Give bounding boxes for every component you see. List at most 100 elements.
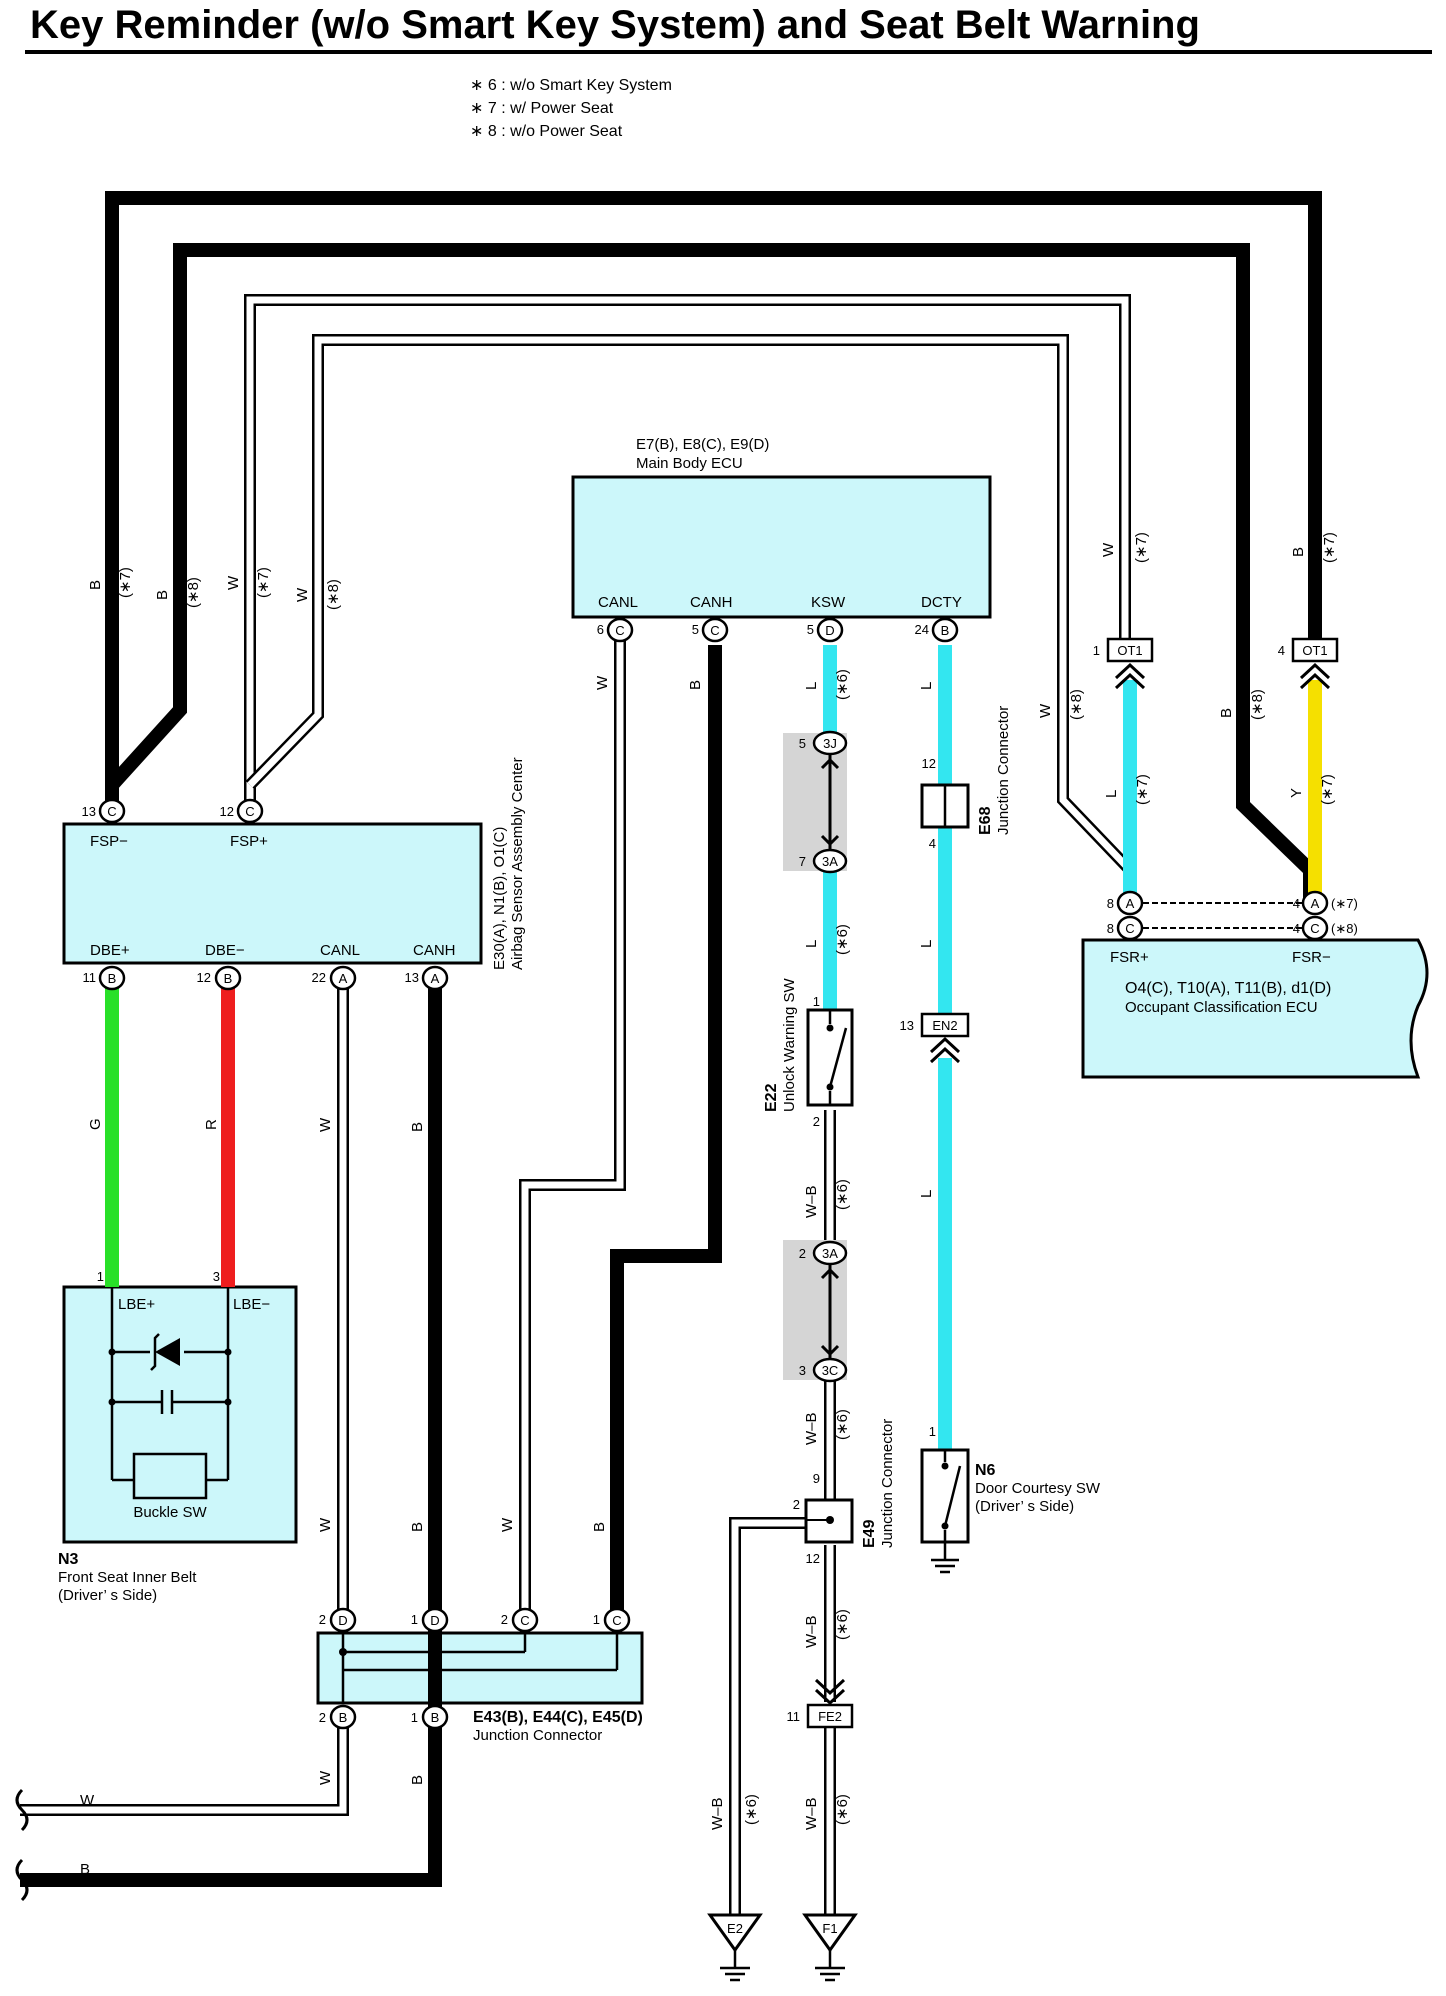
airbag-conn-fsp-minus: C bbox=[98, 798, 126, 824]
svg-text:OT1: OT1 bbox=[1117, 643, 1142, 658]
wl-n6-wb1: (∗6) bbox=[834, 1179, 851, 1210]
wl-n7-fsr: (∗7) bbox=[1134, 774, 1151, 805]
wl-n8-1: (∗8) bbox=[185, 577, 202, 608]
airbag-pin-12c: 12 bbox=[220, 804, 234, 819]
wl-w-3: W bbox=[317, 1517, 334, 1532]
wl-b-3: B bbox=[409, 1522, 426, 1532]
svg-text:D: D bbox=[430, 1613, 439, 1628]
jc-e43-conn-2c: C bbox=[511, 1607, 539, 1633]
svg-text:C: C bbox=[245, 804, 254, 819]
buckle-term-lbe-minus: LBE− bbox=[233, 1296, 270, 1313]
connector-3c-pin: 3 bbox=[799, 1363, 806, 1378]
svg-text:C: C bbox=[107, 804, 116, 819]
jc-e43-conn-1b: B bbox=[421, 1704, 449, 1730]
wire-w-out bbox=[20, 1718, 349, 1816]
wl-w-8: W bbox=[1037, 703, 1054, 718]
airbag-terminal-fsp-plus: FSP+ bbox=[230, 833, 268, 850]
buckle-pin-1: 1 bbox=[97, 1269, 104, 1284]
connector-3j: 3J bbox=[823, 736, 837, 751]
occupant-conn-a-right: A bbox=[1301, 890, 1329, 916]
occupant-note-7: (∗7) bbox=[1331, 896, 1358, 911]
wl-b-4: B bbox=[591, 1522, 608, 1532]
unlock-sw-name: Unlock Warning SW bbox=[781, 978, 798, 1112]
connector-3j-pin: 5 bbox=[799, 736, 806, 751]
door-sw-name2: (Driver’ s Side) bbox=[975, 1498, 1074, 1515]
airbag-terminal-fsp-minus: FSP− bbox=[90, 833, 128, 850]
buckle-name2: (Driver’ s Side) bbox=[58, 1587, 157, 1604]
wl-w-ot1: W bbox=[1100, 542, 1117, 557]
svg-text:B: B bbox=[224, 971, 233, 986]
wl-w-4: W bbox=[499, 1517, 516, 1532]
airbag-pin-12b: 12 bbox=[197, 970, 211, 985]
wl-w-canl: W bbox=[594, 675, 611, 690]
jc-e43: 2 1 2 1 D D C C 2 1 B B E43(B), E44(C), … bbox=[319, 1607, 643, 1744]
jc-e43-pin-1b: 1 bbox=[411, 1710, 418, 1725]
jc-e43-box bbox=[316, 1631, 644, 1705]
note-7: ∗ 7 : w/ Power Seat bbox=[470, 100, 614, 117]
wl-b-8: B bbox=[1218, 708, 1235, 718]
jc-e43-conn-2b: B bbox=[329, 1704, 357, 1730]
jc-e49: 9 2 12 E49 Junction Connector bbox=[793, 1419, 896, 1566]
wl-wb-2: W–B bbox=[803, 1412, 820, 1445]
connector-ot1-1: OT1 1 bbox=[1093, 637, 1154, 690]
buckle-term-lbe-plus: LBE+ bbox=[118, 1296, 155, 1313]
splice-shade-upper bbox=[783, 733, 847, 871]
svg-text:4: 4 bbox=[1278, 643, 1285, 658]
wl-b-ot1: B bbox=[1290, 547, 1307, 557]
airbag-pin-22a: 22 bbox=[312, 970, 326, 985]
wire-fsp-plus-a bbox=[244, 294, 1131, 800]
ecu-pin-canl: 6 bbox=[597, 622, 604, 637]
airbag-terminal-dbe-plus: DBE+ bbox=[90, 942, 130, 959]
ecu-pin-canh: 5 bbox=[692, 622, 699, 637]
jc-e43-conn-1d: D bbox=[421, 1607, 449, 1633]
jc-e49-name: Junction Connector bbox=[879, 1419, 896, 1548]
wl-n6-wb3: (∗6) bbox=[834, 1609, 851, 1640]
svg-text:F1: F1 bbox=[822, 1921, 837, 1936]
wl-wb-f1: W–B bbox=[803, 1797, 820, 1830]
buckle-sw-label: Buckle SW bbox=[133, 1504, 207, 1521]
wire-wb-ground-e2 bbox=[729, 1517, 815, 1915]
door-sw-pin: 1 bbox=[929, 1424, 936, 1439]
ecu-pin-dcty: 24 bbox=[915, 622, 929, 637]
connector-fe2: FE2 11 bbox=[787, 1678, 854, 1729]
wl-wb-3: W–B bbox=[803, 1615, 820, 1648]
airbag-name: Airbag Sensor Assembly Center bbox=[509, 757, 526, 970]
jc-e43-name: Junction Connector bbox=[473, 1727, 602, 1744]
svg-text:B: B bbox=[431, 1710, 440, 1725]
wl-g: G bbox=[87, 1118, 104, 1130]
svg-text:D: D bbox=[338, 1613, 347, 1628]
airbag-pin-13a: 13 bbox=[405, 970, 419, 985]
ground-e2: E2 bbox=[707, 1913, 763, 1982]
unlock-sw-pin-bottom: 2 bbox=[813, 1114, 820, 1129]
wl-n8-3: (∗8) bbox=[1068, 689, 1085, 720]
wl-b-1: B bbox=[87, 580, 104, 590]
wire-labels: B (∗7) B (∗8) W (∗7) W (∗8) W B L (∗6) L… bbox=[87, 532, 1338, 1830]
svg-text:A: A bbox=[1311, 896, 1320, 911]
wire-ecu-canh bbox=[610, 645, 722, 1618]
wl-n7-1: (∗7) bbox=[117, 567, 134, 598]
occupant-pin-4c: 4 bbox=[1293, 921, 1300, 936]
jc-e43-pin-1d: 1 bbox=[411, 1612, 418, 1627]
airbag-conn-dbe-minus: B bbox=[214, 965, 242, 991]
wl-b-5: B bbox=[409, 1775, 426, 1785]
page-title: Key Reminder (w/o Smart Key System) and … bbox=[30, 3, 1200, 47]
ecu-conn-canh: C bbox=[701, 617, 729, 643]
jc-e68-pin-bottom: 4 bbox=[929, 836, 936, 851]
wl-l-dcty: L bbox=[918, 682, 935, 690]
note-8: ∗ 8 : w/o Power Seat bbox=[470, 123, 623, 140]
door-sw-name: Door Courtesy SW bbox=[975, 1480, 1101, 1497]
jc-e43-pin-2d: 2 bbox=[319, 1612, 326, 1627]
occupant-conn-a-left: A bbox=[1116, 890, 1144, 916]
footnotes: ∗ 6 : w/o Smart Key System ∗ 7 : w/ Powe… bbox=[470, 77, 672, 140]
wl-n7-fsr2: (∗7) bbox=[1319, 774, 1336, 805]
main-body-ecu-box bbox=[571, 475, 992, 619]
unlock-sw-pin-top: 1 bbox=[813, 994, 820, 1009]
occupant-terminal-fsr-plus: FSR+ bbox=[1110, 949, 1149, 966]
ecu-conn-dcty: B bbox=[931, 617, 959, 643]
occupant-code: O4(C), T10(A), T11(B), d1(D) bbox=[1125, 980, 1331, 997]
wl-b-canh2: B bbox=[409, 1122, 426, 1132]
jc-e43-pin-2c: 2 bbox=[501, 1612, 508, 1627]
jc-e68-code: E68 bbox=[977, 806, 994, 835]
connector-ot1-4: OT1 4 bbox=[1278, 637, 1339, 690]
